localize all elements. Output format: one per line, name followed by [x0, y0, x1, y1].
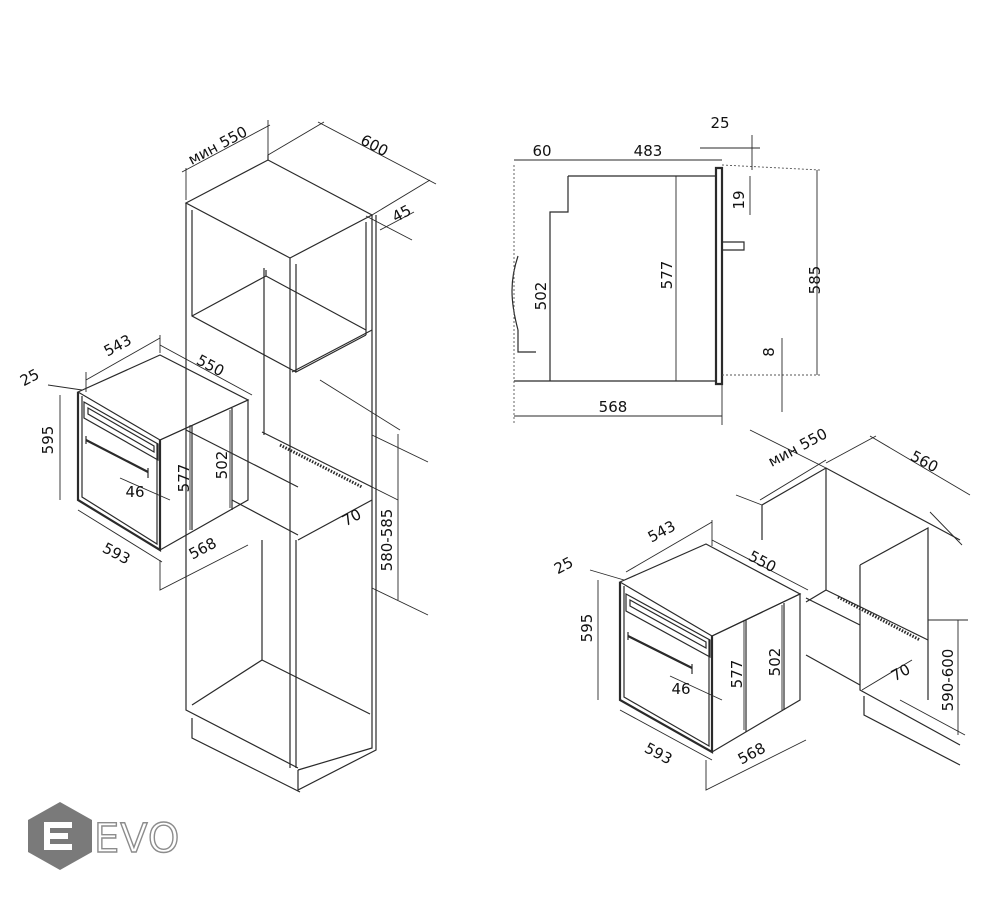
dim-side-577: 577 [658, 261, 676, 290]
dim-oven1-502: 502 [213, 451, 231, 480]
dim-oven2-577: 577 [728, 660, 746, 689]
dim-oven1-577: 577 [175, 464, 193, 493]
dim-oven2-25: 25 [551, 553, 576, 578]
dim-under-590-600: 590-600 [939, 649, 957, 712]
dim-side-483: 483 [634, 142, 663, 160]
dim-side-502: 502 [532, 282, 550, 311]
dim-oven1-568: 568 [186, 534, 220, 563]
dim-cab-70: 70 [339, 505, 364, 530]
dim-oven1-25: 25 [17, 365, 42, 390]
dim-oven2-543: 543 [645, 517, 679, 546]
dim-oven1-593: 593 [99, 539, 133, 568]
dim-cab-min550: мин 550 [185, 123, 250, 169]
dim-side-19: 19 [730, 190, 748, 209]
side-view-dimensions [513, 135, 821, 425]
dim-oven2-595: 595 [578, 614, 596, 643]
dim-side-585: 585 [806, 266, 824, 295]
oven-right [618, 543, 802, 754]
dim-oven2-593: 593 [641, 739, 675, 768]
oven-left [76, 354, 250, 552]
dim-cab-45: 45 [389, 201, 414, 226]
dim-oven2-46: 46 [671, 680, 690, 698]
dim-oven2-568: 568 [735, 739, 769, 768]
cabinet-niche-dimensions [319, 379, 429, 616]
oven-side-view [511, 166, 745, 386]
oven-left-dimensions [47, 335, 253, 591]
cabinet-top-dimensions [181, 120, 437, 241]
dim-oven1-550: 550 [193, 351, 227, 380]
dim-oven1-595: 595 [39, 426, 57, 455]
dim-side-60: 60 [532, 142, 551, 160]
undercounter-dimensions [735, 429, 971, 736]
undercounter-cabinet [761, 467, 961, 766]
dim-oven1-46: 46 [125, 483, 144, 501]
dim-oven2-502: 502 [766, 648, 784, 677]
dim-under-70: 70 [888, 660, 913, 685]
dim-cab-580-585: 580-585 [378, 509, 396, 572]
evo-logo: EVO [28, 802, 180, 870]
dim-oven2-550: 550 [745, 547, 779, 576]
tall-cabinet [184, 155, 377, 793]
dim-side-8: 8 [760, 347, 778, 357]
dim-oven1-543: 543 [101, 331, 135, 360]
logo-wordmark: EVO [94, 816, 180, 862]
dim-cab-600: 600 [357, 131, 391, 160]
oven-right-dimensions [589, 520, 809, 791]
dim-side-568: 568 [599, 398, 628, 416]
dim-side-25: 25 [710, 114, 729, 132]
dim-under-560: 560 [907, 447, 941, 476]
